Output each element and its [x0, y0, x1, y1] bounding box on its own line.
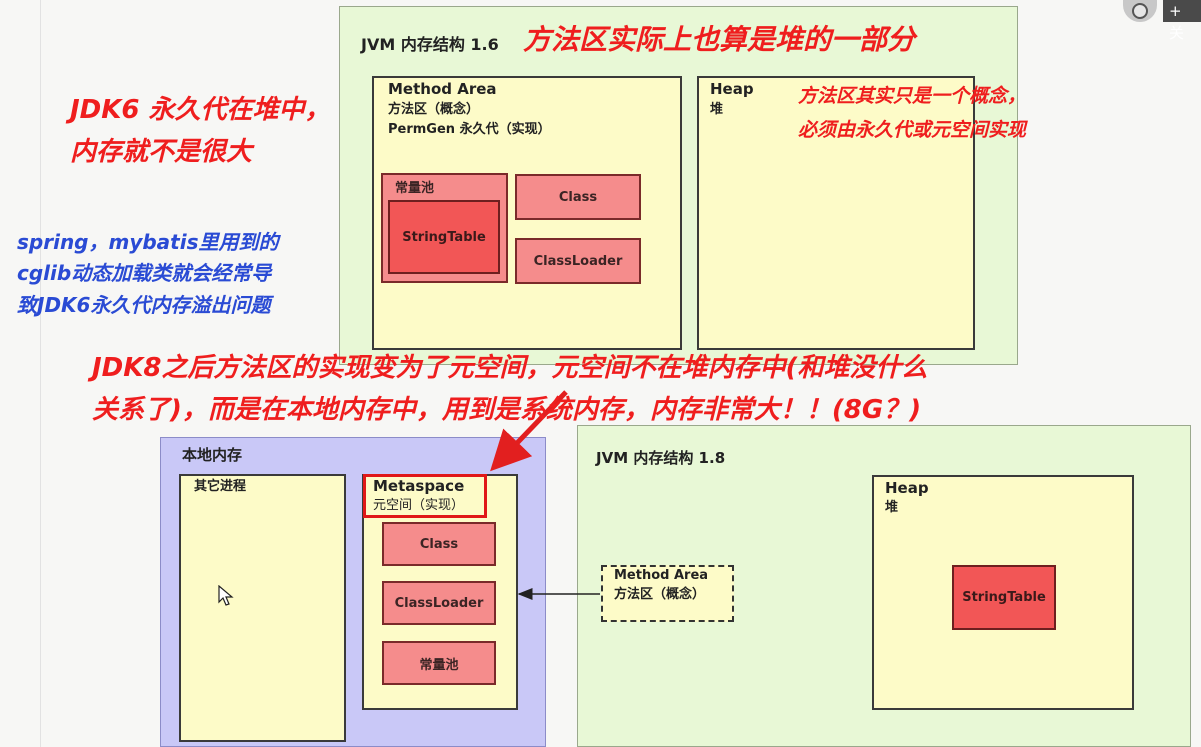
constant-pool-label: 常量池: [395, 181, 435, 196]
note-spring-line2: cglib动态加载类就会经常导: [17, 261, 272, 285]
note-concept-line2: 必须由永久代或元空间实现: [798, 119, 1027, 141]
other-process-area: [179, 474, 346, 742]
mouse-cursor-icon: [218, 585, 234, 606]
class-box: Class: [515, 174, 641, 220]
note-jdk8-line1: JDK8之后方法区的实现变为了元空间，元空间不在堆内存中(和堆没什么: [92, 353, 928, 383]
method-area-label: Method Area: [388, 80, 497, 98]
channel-logo-icon[interactable]: [1123, 0, 1157, 22]
heap-label: Heap: [710, 80, 754, 98]
note-jdk8-line2: 关系了)，而是在本地内存中，用到是系统内存，内存非常大！！(8G？): [92, 395, 922, 425]
jvm18-heap-label: Heap: [885, 479, 929, 497]
note-method-area-is-heap: 方法区实际上也算是堆的一部分: [523, 23, 916, 56]
jvm18-heap-cn-label: 堆: [885, 500, 899, 515]
note-jdk6-line1: JDK6 永久代在堆中，: [70, 95, 331, 125]
metaspace-highlight: [363, 474, 487, 518]
metaspace-label: Metaspace: [373, 477, 465, 495]
note-concept-line1: 方法区其实只是一个概念，: [798, 85, 1027, 107]
note-pointer-arrow: [490, 390, 568, 472]
string-table-box: StringTable: [388, 200, 500, 274]
follow-button[interactable]: + 关: [1163, 0, 1201, 42]
other-process-label: 其它进程: [194, 479, 247, 494]
jvm18-method-area: [601, 565, 734, 622]
jvm18-title: JVM 内存结构 1.8: [596, 449, 726, 467]
permgen-label: PermGen 永久代（实现）: [388, 122, 551, 137]
jvm16-heap: [697, 76, 975, 350]
metaspace-class-box: Class: [382, 522, 496, 566]
method-area-concept-label: 方法区（概念）: [388, 102, 480, 117]
jvm16-title: JVM 内存结构 1.6: [361, 35, 499, 54]
metaspace-cn-label: 元空间（实现）: [373, 498, 465, 513]
note-spring-line3: 致JDK6永久代内存溢出问题: [17, 293, 271, 317]
note-spring-line1: spring，mybatis里用到的: [17, 230, 279, 254]
native-memory-title: 本地内存: [182, 446, 243, 464]
heap-cn-label: 堆: [710, 102, 724, 117]
metaspace-classloader-box: ClassLoader: [382, 581, 496, 625]
note-jdk6-line2: 内存就不是很大: [70, 137, 253, 167]
canvas-divider: [40, 0, 41, 747]
jvm18-method-area-label: Method Area: [614, 568, 709, 583]
metaspace-constant-pool-box: 常量池: [382, 641, 496, 685]
classloader-box: ClassLoader: [515, 238, 641, 284]
jvm18-method-area-cn-label: 方法区（概念）: [614, 587, 706, 602]
jvm18-string-table-box: StringTable: [952, 565, 1056, 630]
